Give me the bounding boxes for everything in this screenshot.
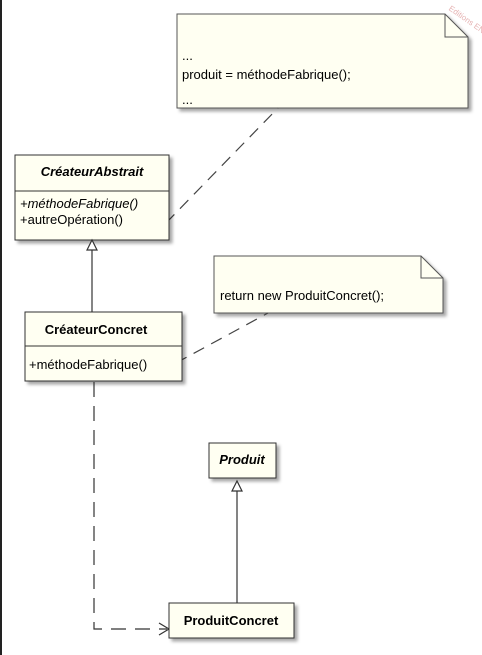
class-operation: +autreOpération(): [20, 212, 123, 227]
note-return-produit-concret: [213, 255, 444, 314]
note-fold-corner: [444, 14, 468, 38]
note-anchor-line: [165, 107, 279, 224]
note-line: return new ProduitConcret();: [220, 288, 384, 303]
dependency-line: [93, 382, 167, 630]
note-methode-fabrique: [176, 13, 469, 109]
note-anchor-line: [175, 312, 269, 364]
class-produit-concret: ProduitConcret: [168, 602, 295, 639]
class-name: CréateurAbstrait: [41, 164, 144, 179]
note-line: produit = méthodeFabrique();: [182, 67, 351, 82]
class-operation: +méthodeFabrique(): [20, 196, 138, 211]
class-name: CréateurConcret: [45, 322, 148, 337]
class-produit: Produit: [208, 442, 277, 479]
note-line: ...: [182, 92, 193, 107]
class-operation: +méthodeFabrique(): [29, 357, 147, 372]
note-fold-corner: [420, 256, 443, 279]
generalization-arrowhead: [231, 479, 243, 492]
class-createur-concret: CréateurConcret +méthodeFabrique(): [24, 311, 183, 382]
note-line: ...: [182, 48, 193, 63]
left-frame-border: [0, 0, 2, 655]
class-name: ProduitConcret: [184, 613, 279, 628]
class-name: Produit: [219, 452, 265, 467]
generalization-arrowhead: [86, 238, 98, 251]
class-createur-abstrait: CréateurAbstrait +méthodeFabrique() +aut…: [14, 154, 170, 241]
